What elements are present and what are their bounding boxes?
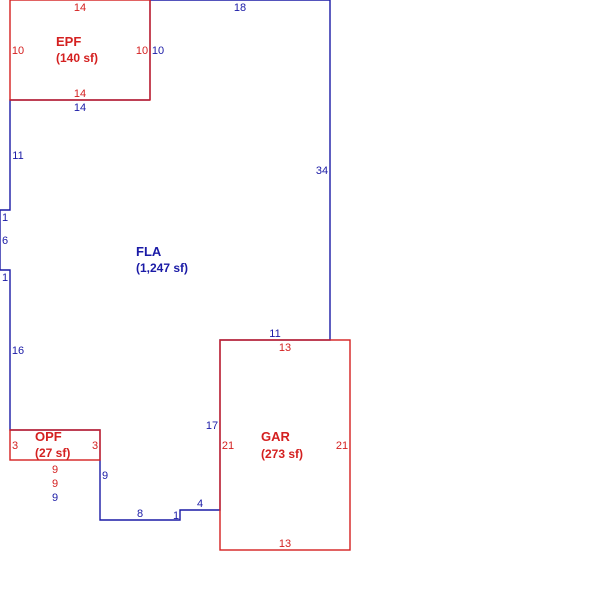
fla-area-size: (1,247 sf) (136, 261, 188, 275)
gar-label: GAR (273 sf) (261, 429, 303, 461)
fla-dim-epf-right: 10 (152, 45, 164, 57)
fla-dim-bottom-right: 4 (197, 498, 203, 510)
fla-label: FLA (1,247 sf) (136, 244, 188, 275)
fla-dim-jog-top: 1 (2, 212, 8, 224)
fla-dim-gar-left: 17 (206, 420, 218, 432)
fla-dim-jog-side: 6 (2, 235, 8, 247)
gar-dim-right: 21 (336, 440, 348, 452)
opf-dim-top: 9 (52, 478, 58, 490)
opf-area-size: (27 sf) (35, 446, 70, 460)
gar-dim-top: 13 (279, 342, 291, 354)
gar-area-size: (273 sf) (261, 447, 303, 461)
opf-dim-right: 3 (92, 440, 98, 452)
fla-dim-left-lower: 16 (12, 345, 24, 357)
gar-area-name: GAR (261, 429, 291, 444)
fla-dim-left-upper: 11 (12, 150, 23, 162)
fla-dim-epf-bottom: 14 (74, 102, 86, 114)
opf-outline (9, 429, 101, 461)
gar-outline (219, 339, 351, 551)
epf-area-size: (140 sf) (56, 51, 98, 65)
opf-area-name: OPF (35, 429, 62, 444)
fla-dim-right: 34 (316, 165, 328, 177)
epf-dim-right: 10 (136, 45, 148, 57)
fla-area-name: FLA (136, 244, 162, 259)
opf-dim-bottom: 9 (52, 464, 58, 476)
gar-dim-bottom: 13 (279, 538, 291, 550)
fla-dim-bottom-step: 1 (173, 510, 179, 522)
epf-dim-bottom: 14 (74, 88, 86, 100)
epf-area-name: EPF (56, 34, 81, 49)
fla-dim-opf-right: 9 (102, 470, 108, 482)
fla-dim-top: 18 (234, 2, 246, 14)
fla-outline (0, 0, 331, 521)
fla-dim-opf-bottom: 9 (52, 492, 58, 504)
epf-dim-left: 10 (12, 45, 24, 57)
epf-label: EPF (140 sf) (56, 34, 98, 65)
fla-dim-gar-top: 11 (269, 328, 280, 340)
opf-dim-left: 3 (12, 440, 18, 452)
epf-outline (9, 0, 151, 101)
epf-dim-top: 14 (74, 2, 86, 14)
fla-dim-jog-bottom: 1 (2, 272, 8, 284)
fla-dim-bottom-left: 8 (137, 508, 143, 520)
opf-label: OPF (27 sf) (35, 429, 70, 460)
gar-dim-left: 21 (222, 440, 234, 452)
